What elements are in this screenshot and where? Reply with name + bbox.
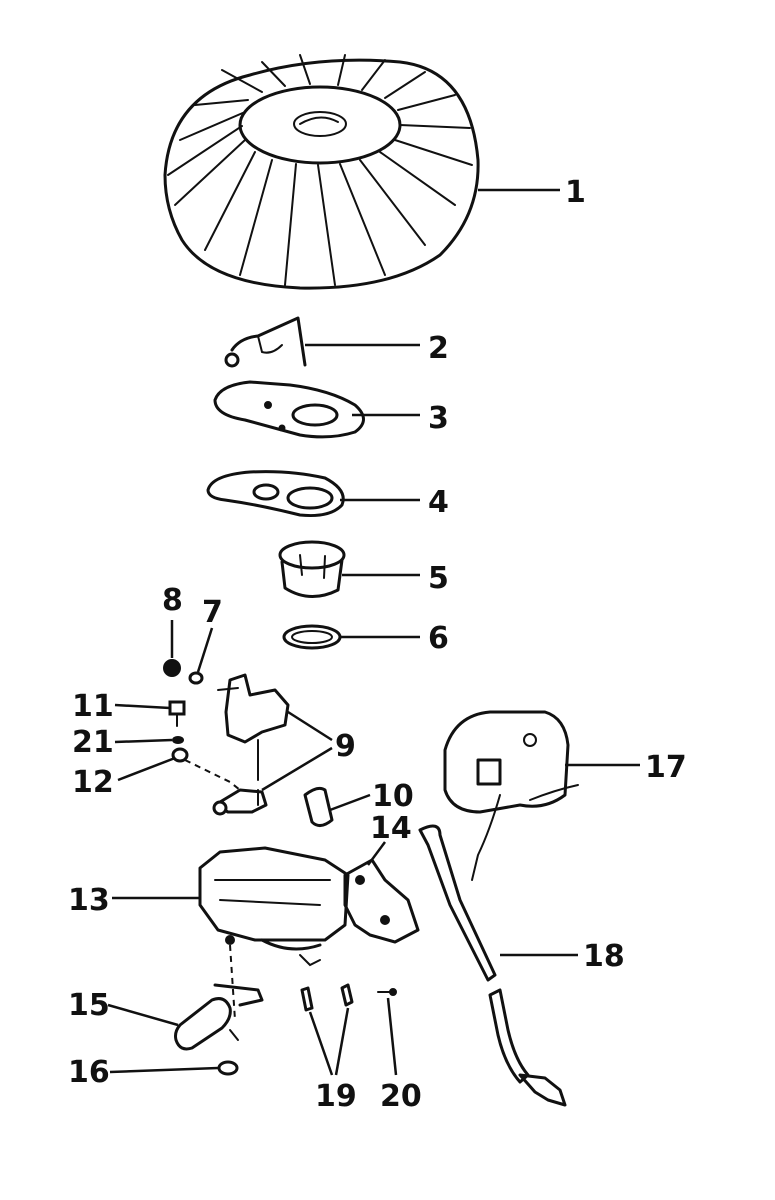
part-15-condenser <box>174 983 264 1051</box>
callout-3: 3 <box>428 401 449 436</box>
part-14-mount <box>343 858 420 944</box>
leader-21 <box>114 738 173 744</box>
callout-14: 14 <box>370 811 412 846</box>
callout-11: 11 <box>72 689 114 724</box>
part-7-washer <box>188 671 204 685</box>
part-18-lead-wire <box>418 824 567 1107</box>
callout-15: 15 <box>68 988 110 1023</box>
part-1-flywheel <box>163 54 480 290</box>
leader-16 <box>109 1066 219 1074</box>
assembly-dashed-line-12 <box>184 759 241 791</box>
callout-labels: 1 2 3 4 5 6 7 8 9 10 11 21 12 13 14 15 1… <box>68 175 687 1114</box>
callout-5: 5 <box>428 561 449 596</box>
callout-18: 18 <box>583 939 625 974</box>
part-17-coil <box>443 710 579 881</box>
part-19-clips <box>300 983 354 1012</box>
callout-2: 2 <box>428 331 449 366</box>
part-3-plate <box>213 380 365 439</box>
callout-7: 7 <box>202 595 223 630</box>
part-6-ring <box>282 624 342 650</box>
part-13-housing <box>198 846 350 967</box>
part-8-nut <box>163 659 181 677</box>
leader-9b <box>261 746 333 792</box>
callout-17: 17 <box>645 750 687 785</box>
part-21-lockwasher <box>172 736 184 744</box>
part-11-screw <box>168 700 186 727</box>
assembly-dashed-line-15 <box>229 944 236 1021</box>
leader-10 <box>329 793 371 812</box>
leader-7 <box>196 627 214 673</box>
leader-12 <box>117 756 176 782</box>
part-4-gasket <box>206 470 345 517</box>
leader-19a <box>308 1011 334 1076</box>
leader-19b <box>334 1007 350 1076</box>
leader-9a <box>287 710 333 742</box>
leader-20 <box>386 997 398 1076</box>
callout-20: 20 <box>380 1079 422 1114</box>
leader-14 <box>366 841 387 866</box>
callout-1: 1 <box>565 175 586 210</box>
callout-12: 12 <box>72 765 114 800</box>
part-10-felt <box>303 786 334 827</box>
callout-8: 8 <box>162 583 183 618</box>
leader-15 <box>107 1003 179 1027</box>
part-5-cup <box>278 540 346 598</box>
part-16-nut <box>217 1060 239 1076</box>
callout-10: 10 <box>372 779 414 814</box>
callout-6: 6 <box>428 621 449 656</box>
leader-lines <box>107 188 640 1076</box>
part-2-bracket <box>224 316 307 368</box>
callout-19: 19 <box>315 1079 357 1114</box>
part-12-washer <box>171 747 189 763</box>
callout-16: 16 <box>68 1055 110 1090</box>
callout-9: 9 <box>335 729 356 764</box>
callout-13: 13 <box>68 883 110 918</box>
part-9-breaker-assembly <box>212 673 290 816</box>
part-20-screw <box>377 988 397 996</box>
callout-4: 4 <box>428 485 449 520</box>
leader-11 <box>114 703 171 710</box>
callout-21: 21 <box>72 725 114 760</box>
